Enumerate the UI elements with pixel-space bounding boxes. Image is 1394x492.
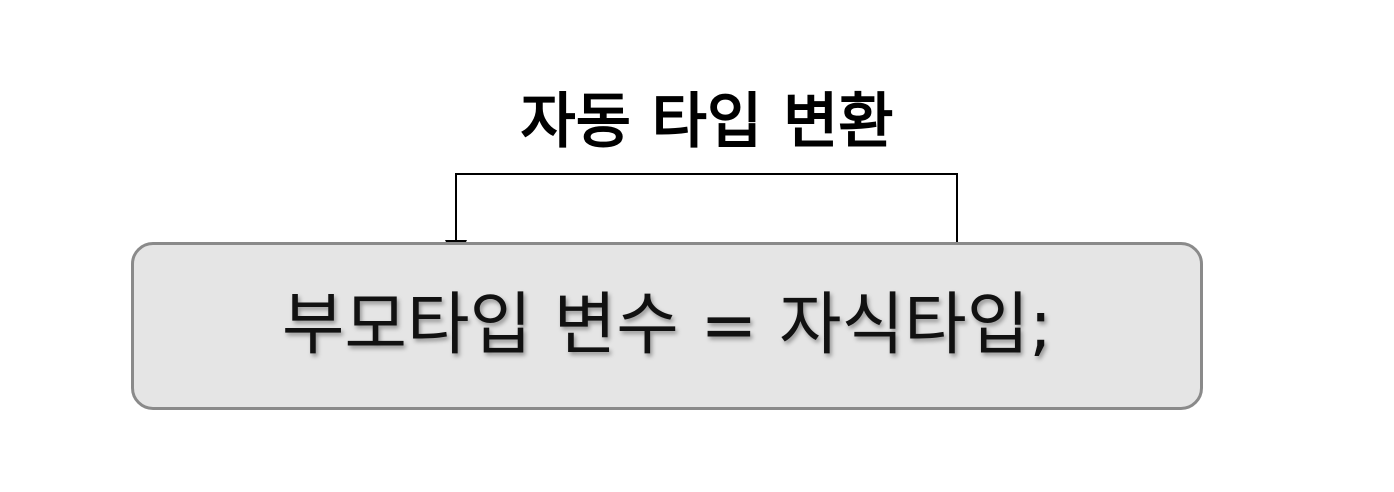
code-statement: 부모타입 변수 = 자식타입; [281,286,1053,365]
code-statement-box: 부모타입 변수 = 자식타입; [131,242,1203,410]
diagram-title: 자동 타입 변환 [520,87,894,157]
